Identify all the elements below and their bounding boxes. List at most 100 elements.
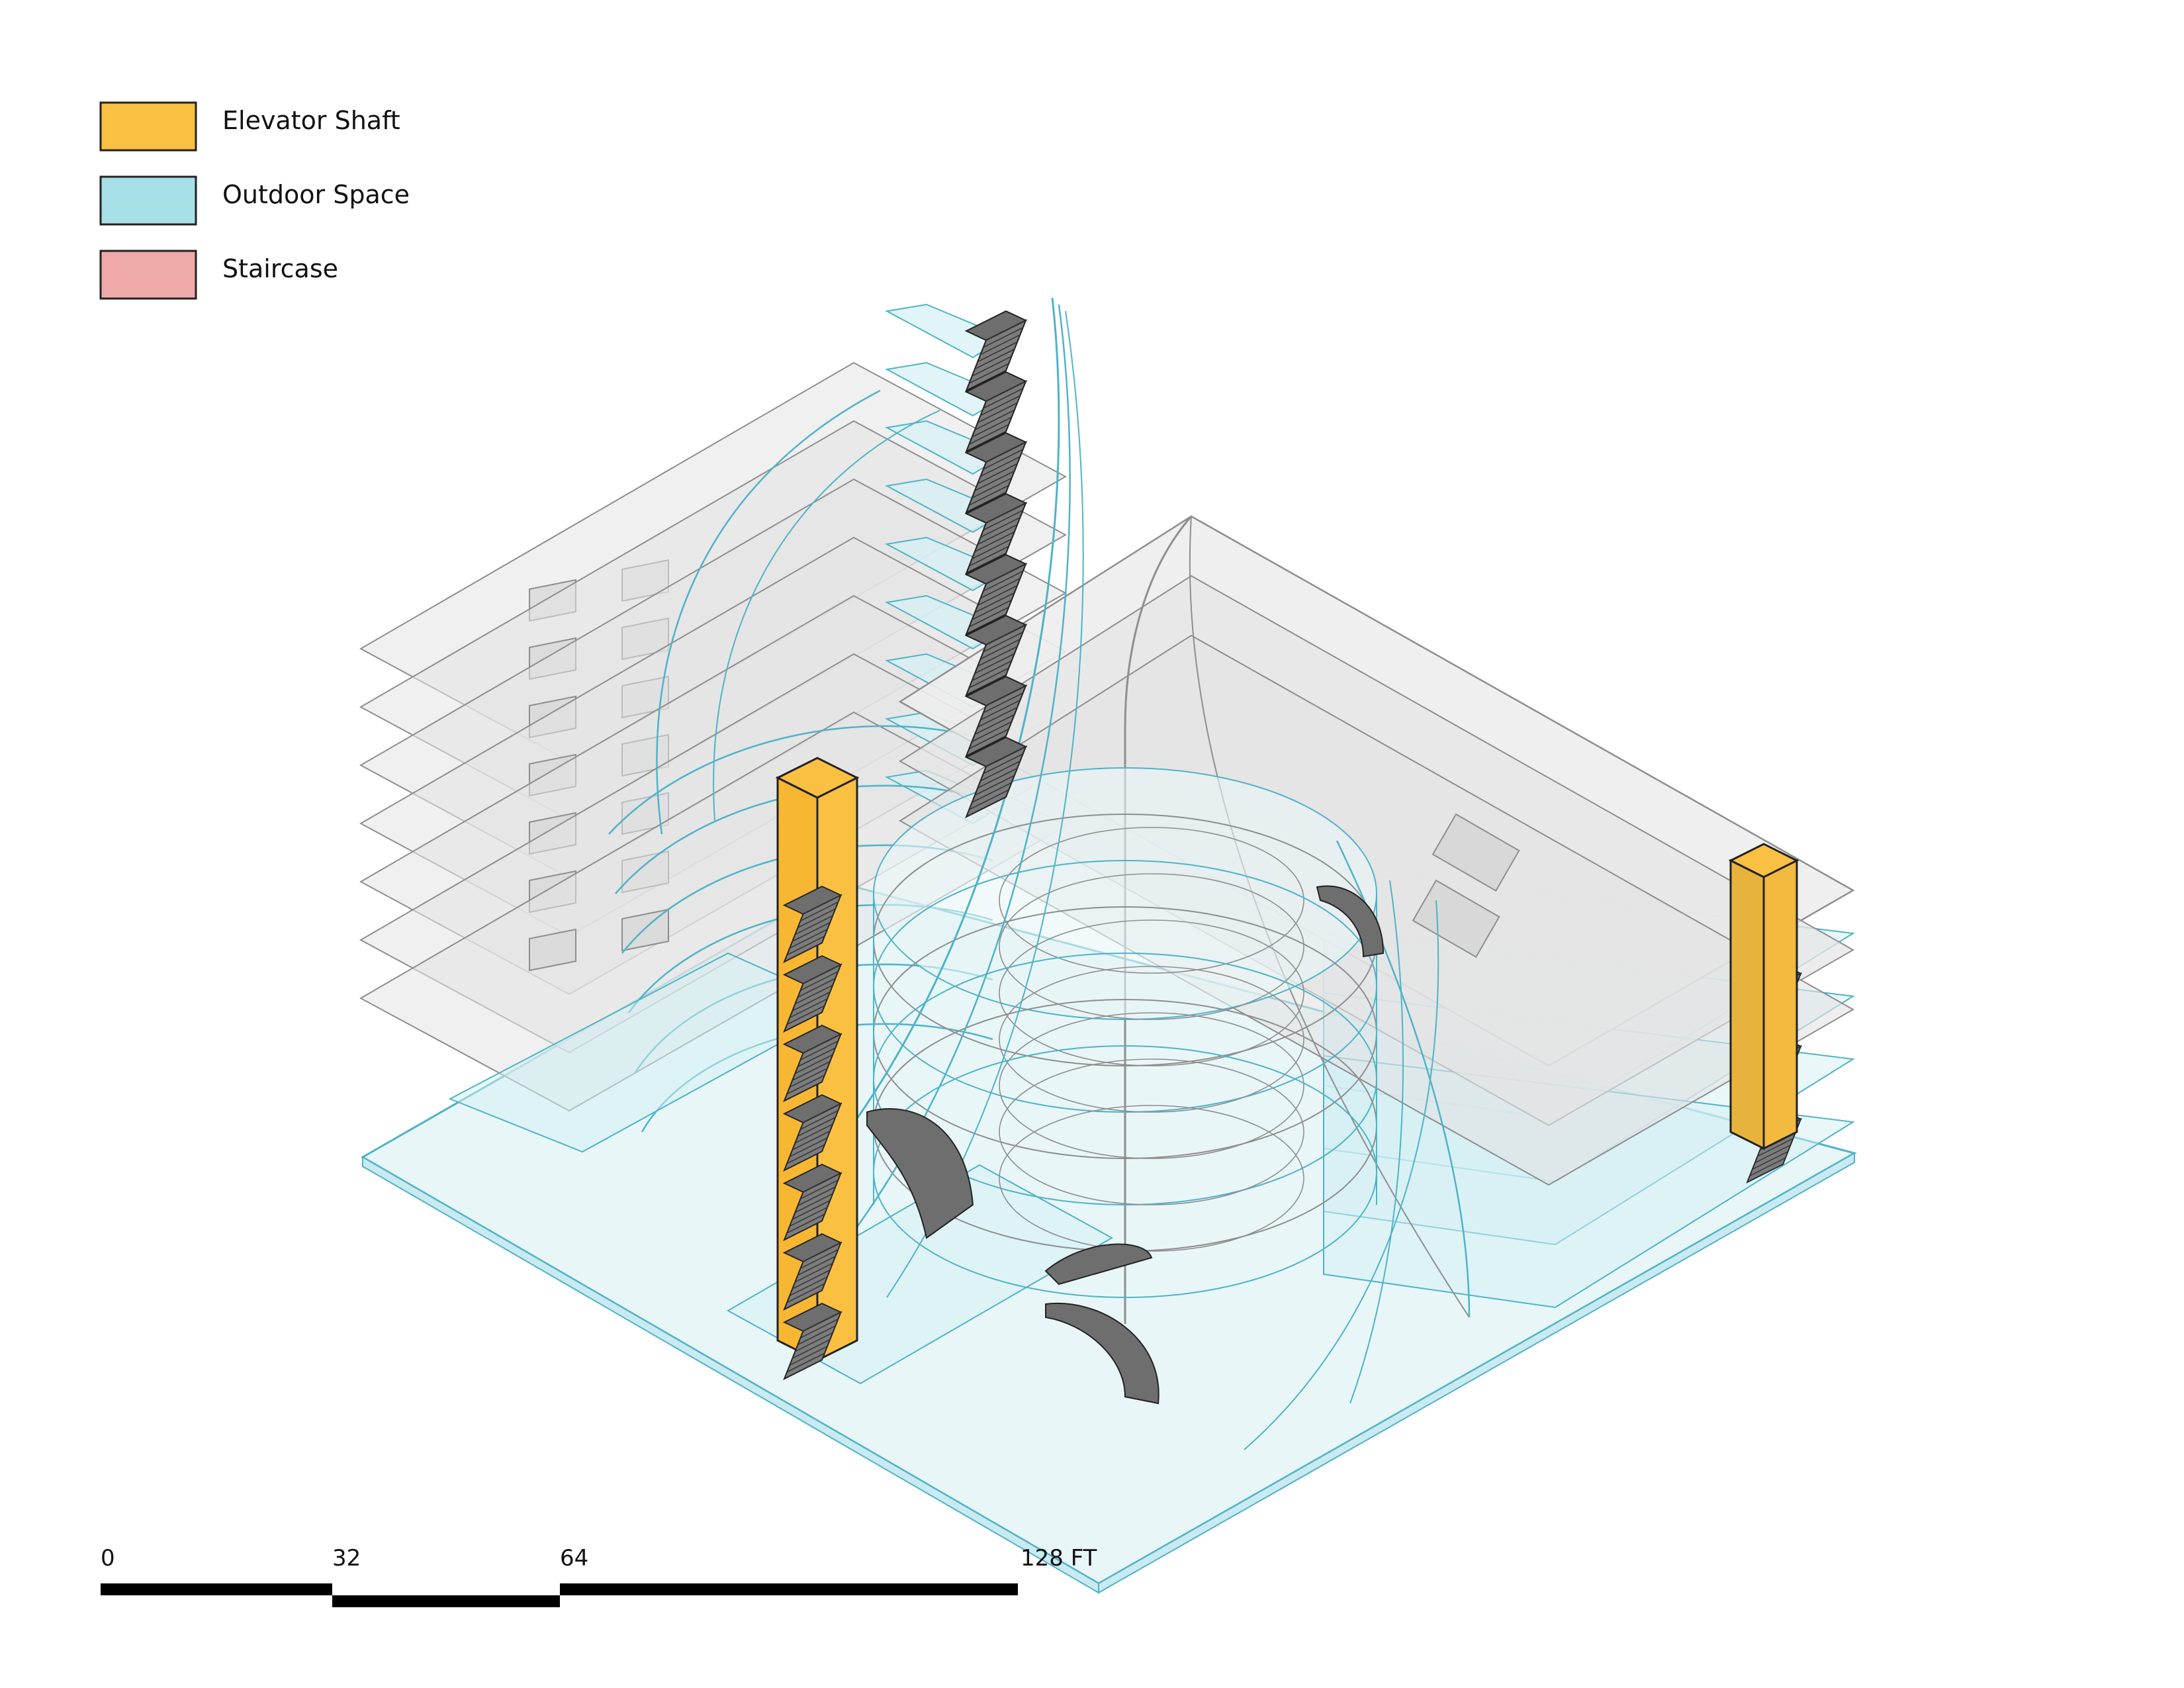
stair-tread [972, 416, 1012, 438]
stair-tread [786, 1144, 825, 1164]
stair-tread [980, 517, 1021, 538]
atrium-inner-ring [999, 1012, 1304, 1159]
stair-tread [794, 1193, 833, 1213]
stair-tread [968, 606, 1009, 628]
terrace-edge-curve [608, 725, 993, 835]
stair-tread [980, 456, 1021, 477]
stair-tread [792, 1130, 831, 1150]
stair-tread [974, 531, 1015, 553]
stair-tread [786, 1213, 825, 1234]
legend-label-elevator-shaft: Elevator Shaft [222, 106, 400, 135]
legend-item-staircase: Staircase [99, 250, 338, 300]
stair-tread [803, 964, 841, 984]
stair-tread [797, 1256, 836, 1276]
stair-tread [1749, 1157, 1786, 1176]
building-drawing [359, 297, 1857, 1594]
stair-tread [800, 1179, 839, 1199]
stair-tread [985, 320, 1026, 341]
stair-tread [972, 660, 1012, 681]
atrium-inner-ring [999, 919, 1304, 1066]
stair-tread [800, 1109, 839, 1130]
staircase [964, 553, 1028, 636]
stair-tread [794, 1123, 833, 1144]
stair-tread [983, 571, 1024, 592]
staircase [782, 955, 842, 1033]
stair-tread [983, 449, 1024, 470]
stair-tread [985, 563, 1026, 585]
stair-tread [792, 1199, 831, 1220]
staircase [964, 675, 1028, 758]
stair-tread [974, 774, 1015, 796]
atrium-ring [873, 767, 1377, 1020]
stair-tread [794, 1332, 833, 1352]
stair-tread [800, 1318, 839, 1338]
legend-swatch-outdoor-space [99, 175, 197, 226]
stair-tread [972, 721, 1012, 742]
stair-tread [968, 424, 1009, 445]
stair-tread [786, 1074, 825, 1095]
stair-tread [977, 341, 1018, 363]
stair-tread [985, 502, 1026, 524]
stair-tread [789, 1207, 828, 1227]
staircase [782, 1163, 842, 1241]
stair-tread [792, 1060, 831, 1081]
legend-swatch-staircase [99, 250, 197, 300]
elevator-shaft-right [1728, 843, 1799, 1150]
staircase [964, 432, 1028, 514]
stair-tread [1752, 1150, 1789, 1170]
stair-tread [786, 935, 825, 956]
stair-tread [792, 921, 831, 942]
scale-tick-64: 64 [560, 1545, 588, 1571]
stair-tread [786, 1352, 825, 1373]
staircase [964, 492, 1028, 575]
stair-tread [985, 685, 1026, 706]
stair-tread [983, 510, 1024, 531]
spiral-stair [866, 1108, 974, 1239]
staircase [782, 1233, 842, 1311]
legend: Elevator Shaft Outdoor Space Staircase [99, 101, 410, 300]
atrium-inner-ring [999, 1105, 1304, 1252]
stair-tread [980, 395, 1021, 416]
spiral-stair [1316, 885, 1385, 958]
stair-tread [803, 1172, 841, 1193]
stair-tread [786, 1005, 825, 1025]
staircase [782, 1094, 842, 1172]
stair-tread [980, 639, 1021, 660]
stair-tread [974, 409, 1015, 431]
stair-tread [974, 653, 1015, 675]
stair-tread [797, 1117, 836, 1137]
stair-tread [980, 700, 1021, 721]
stair-tread [968, 545, 1009, 567]
stair-tread [977, 402, 1018, 424]
stair-tread [794, 984, 833, 1005]
stair-tread [977, 645, 1018, 667]
atrium-inner-ring [999, 873, 1304, 1020]
stair-tread [800, 1040, 839, 1060]
stair-tread [985, 381, 1026, 402]
scale-tick-32: 32 [332, 1545, 361, 1571]
staircase [964, 310, 1028, 393]
stair-tread [972, 538, 1012, 559]
stair-tread [789, 998, 828, 1019]
stair-tread [803, 1242, 841, 1262]
stair-tread [789, 1346, 828, 1366]
stair-tread [1757, 1138, 1794, 1157]
stair-tread [968, 363, 1009, 384]
stair-tread [985, 442, 1026, 463]
stair-tread [797, 1325, 836, 1346]
legend-label-outdoor-space: Outdoor Space [222, 180, 410, 209]
staircase [782, 1024, 842, 1102]
stair-tread [789, 1137, 828, 1158]
stair-tread [800, 1248, 839, 1269]
stair-tread [977, 463, 1018, 485]
stair-tread [974, 592, 1015, 614]
stair-tread [968, 667, 1009, 688]
stair-tread [977, 706, 1018, 728]
stair-tread [792, 991, 831, 1011]
stair-tread [968, 485, 1009, 506]
stair-tread [977, 585, 1018, 606]
stair-tread [797, 1047, 836, 1068]
spiral-stair [1045, 1302, 1160, 1405]
stair-tread [786, 1283, 825, 1303]
